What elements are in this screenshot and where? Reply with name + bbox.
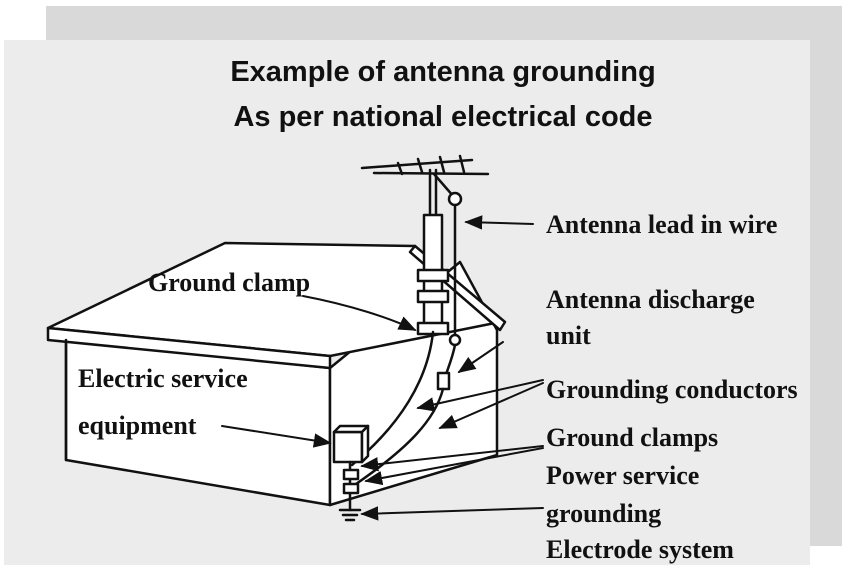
label-antenna-discharge-unit-line2: unit (546, 321, 591, 350)
label-electrode-system: Electrode system (546, 535, 734, 564)
antenna (360, 154, 490, 222)
arrow-grounding-conductor-1 (416, 379, 544, 412)
diagram-subtitle: As per national electrical code (233, 101, 653, 133)
diagram-title: Example of antenna grounding (230, 56, 656, 88)
discharge-unit-box (436, 371, 451, 391)
label-grounding-conductors: Grounding conductors (546, 375, 798, 404)
label-antenna-lead-in-wire: Antenna lead in wire (546, 210, 778, 239)
label-ground-clamps: Ground clamps (546, 423, 719, 452)
arrow-ground-clamp-2 (364, 447, 544, 486)
arrow-lead-in-wire (464, 215, 534, 230)
house-roof-edge (46, 326, 332, 370)
electric-service-box (332, 424, 370, 512)
label-ground-clamp: Ground clamp (148, 268, 311, 297)
label-electric-service-line2: equipment (78, 411, 197, 440)
arrow-discharge-unit (457, 341, 504, 374)
arrow-ground-clamp-1 (360, 445, 544, 472)
label-power-service-line2: grounding (546, 499, 662, 528)
arrow-grounding-conductor-2 (438, 382, 544, 429)
ground-electrode-symbol (338, 508, 362, 522)
arrow-ground-clamp (302, 295, 417, 331)
label-electric-service-line1: Electric service (78, 364, 248, 393)
label-antenna-discharge-unit-line1: Antenna discharge (546, 285, 755, 314)
arrow-power-service (360, 506, 544, 521)
pointer-arrows (221, 215, 544, 521)
label-power-service-line1: Power service (546, 461, 700, 490)
arrow-electric-service (221, 425, 332, 448)
